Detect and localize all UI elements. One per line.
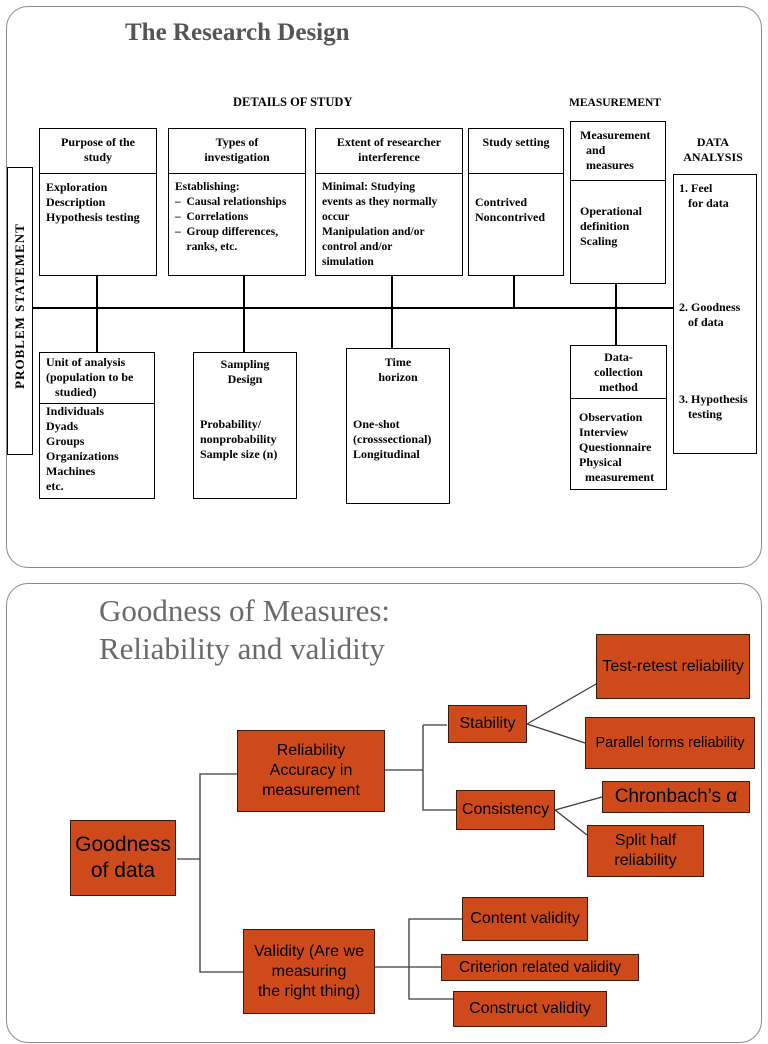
measurement-measures-box: Measurement and measures Operational def… — [570, 121, 666, 284]
extent-body: Minimal: Studying events as they normall… — [322, 181, 438, 268]
study-setting-box: Study setting Contrived Noncontrived — [468, 128, 564, 276]
research-design-slide: The Research Design DETAILS OF STUDY MEA… — [6, 6, 762, 568]
unit-of-analysis-box: Unit of analysis (population to be studi… — [39, 352, 155, 499]
sampling-title: Sampling Design — [220, 357, 270, 386]
time-body: One-shot (crosssectional) Longitudinal — [353, 417, 432, 461]
slide-title: The Research Design — [125, 19, 350, 46]
setting-body: Contrived Noncontrived — [475, 195, 545, 224]
time-horizon-box: Time horizon One-shot (crosssectional) L… — [346, 348, 450, 504]
sampling-design-box: Sampling Design Probability/ nonprobabil… — [193, 352, 297, 499]
construct-validity-box: Construct validity — [453, 991, 607, 1027]
connector — [391, 307, 393, 349]
data-analysis-item: 2. Goodness of data — [679, 300, 741, 329]
purpose-of-study-box: Purpose of the study Exploration Descrip… — [39, 128, 157, 276]
goodness-of-data-box: Goodness of data — [70, 820, 176, 896]
tree-connectors — [177, 683, 603, 1000]
goodness-of-measures-slide: Goodness of Measures: Reliability and va… — [6, 583, 762, 1043]
collection-body: Observation Interview Questionnaire Phys… — [579, 410, 655, 484]
measures-title: Measurement and measures — [580, 128, 651, 172]
parallel-forms-box: Parallel forms reliability — [585, 717, 755, 769]
problem-statement-label: PROBLEM STATEMENT — [12, 223, 27, 389]
details-of-study-header: DETAILS OF STUDY — [233, 95, 353, 109]
consistency-box: Consistency — [456, 790, 555, 830]
connector — [513, 275, 515, 308]
types-body: Establishing: – Causal relationships – C… — [175, 181, 287, 253]
unit-title: Unit of analysis (population to be studi… — [46, 355, 134, 399]
time-title: Time horizon — [378, 355, 418, 384]
purpose-body: Exploration Description Hypothesis testi… — [46, 180, 140, 224]
stability-box: Stability — [448, 705, 527, 743]
data-analysis-header: DATA ANALYSIS — [683, 135, 743, 164]
reliability-box: Reliability Accuracy in measurement — [237, 730, 385, 812]
main-flow-line — [33, 307, 753, 309]
data-analysis-item: 1. Feel for data — [679, 181, 729, 210]
measurement-header: MEASUREMENT — [569, 97, 662, 109]
extent-title: Extent of researcher interference — [336, 135, 442, 164]
connector — [391, 275, 393, 308]
split-half-box: Split half reliability — [587, 825, 704, 877]
connector — [96, 307, 98, 353]
connector — [243, 307, 245, 353]
data-analysis-item: 3. Hypothesis testing — [679, 392, 748, 421]
connector — [615, 283, 617, 347]
problem-statement-box: PROBLEM STATEMENT — [7, 167, 33, 455]
purpose-title: Purpose of the study — [61, 135, 135, 164]
extent-of-interference-box: Extent of researcher interference Minima… — [315, 128, 463, 276]
criterion-validity-box: Criterion related validity — [441, 954, 639, 981]
types-title: Types of investigation — [204, 135, 270, 164]
data-analysis-box: 1. Feel for data 2. Goodness of data 3. … — [673, 174, 757, 454]
validity-box: Validity (Are we measuring the right thi… — [243, 929, 375, 1014]
unit-body: Individuals Dyads Groups Organizations M… — [46, 404, 119, 493]
sampling-body: Probability/ nonprobability Sample size … — [200, 417, 278, 461]
measures-body: Operational definition Scaling — [580, 204, 642, 248]
slide-title: Goodness of Measures: Reliability and va… — [99, 593, 391, 666]
test-retest-box: Test-retest reliability — [596, 634, 750, 699]
connector — [96, 275, 98, 308]
types-of-investigation-box: Types of investigation Establishing: – C… — [168, 128, 306, 276]
content-validity-box: Content validity — [462, 897, 588, 941]
collection-title: Data- collection method — [594, 350, 643, 394]
setting-title: Study setting — [482, 135, 550, 149]
chronbach-alpha-box: Chronbach’s α — [602, 781, 750, 813]
data-collection-method-box: Data- collection method Observation Inte… — [570, 345, 667, 490]
connector — [243, 275, 245, 308]
